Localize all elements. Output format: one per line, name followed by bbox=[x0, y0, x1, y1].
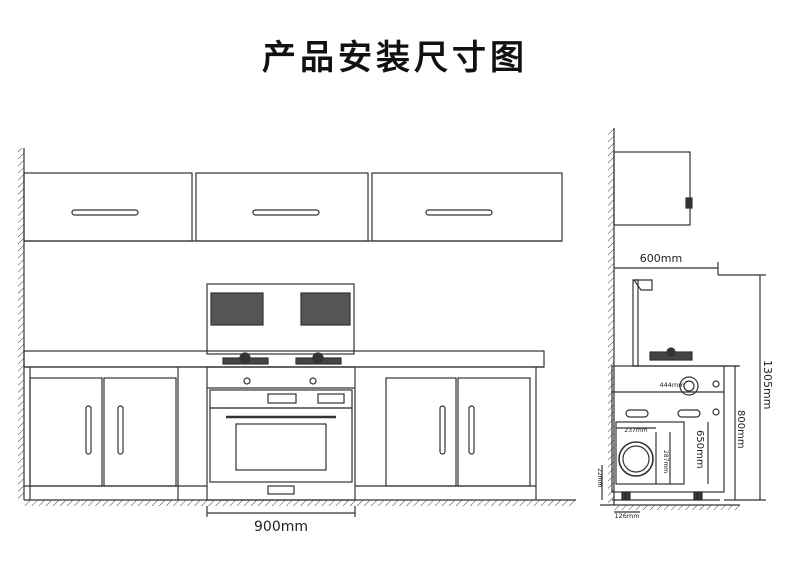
knob-right bbox=[309, 377, 317, 385]
lower-door-2 bbox=[103, 377, 177, 487]
height-800-label: 800mm bbox=[735, 410, 746, 449]
upper-cabinet-1 bbox=[23, 172, 193, 242]
side-oven bbox=[615, 421, 685, 485]
depth-label: 600mm bbox=[640, 252, 682, 265]
side-knob bbox=[679, 376, 699, 396]
floor-hatch bbox=[24, 500, 576, 506]
upper-cabinets bbox=[23, 172, 563, 242]
burner-right bbox=[295, 352, 342, 365]
control-panel bbox=[209, 389, 353, 409]
burner-left bbox=[222, 352, 269, 365]
hood-body bbox=[206, 283, 355, 355]
oven-door bbox=[209, 407, 353, 483]
hood-panel-left bbox=[210, 292, 264, 326]
stove-body bbox=[206, 366, 356, 501]
drawer-handle bbox=[267, 485, 295, 495]
display-left bbox=[267, 393, 297, 404]
oven-opening-height-label: 287mm bbox=[662, 450, 669, 473]
front-width-dimension bbox=[206, 506, 356, 517]
side-stove-body bbox=[611, 365, 725, 493]
range-hood bbox=[206, 283, 355, 355]
height-650-label: 650mm bbox=[694, 430, 705, 469]
side-hood bbox=[632, 279, 653, 367]
side-fan bbox=[618, 441, 654, 477]
countertop bbox=[23, 350, 545, 368]
upper-cabinet-3 bbox=[371, 172, 563, 242]
front-view bbox=[18, 148, 576, 517]
display-right bbox=[317, 393, 345, 404]
front-width-label: 900mm bbox=[254, 519, 308, 535]
page-title: 产品安装尺寸图 bbox=[262, 38, 528, 78]
foot-height-label: 22mm bbox=[596, 468, 603, 487]
upper-cabinet-2 bbox=[195, 172, 369, 242]
lower-cabinets-left bbox=[24, 367, 207, 500]
upper-handle-1 bbox=[71, 209, 139, 216]
height-1305-label: 1305mm bbox=[761, 360, 774, 409]
cabinet-width-label: 444mm bbox=[659, 381, 684, 389]
upper-handle-2 bbox=[252, 209, 320, 216]
side-view bbox=[600, 128, 766, 513]
knob-left bbox=[243, 377, 251, 385]
oven-window bbox=[235, 423, 327, 471]
upper-handle-3 bbox=[425, 209, 493, 216]
wall-hatch bbox=[18, 148, 24, 500]
lower-cabinets-right bbox=[355, 367, 537, 500]
side-upper-cabinet bbox=[613, 151, 691, 226]
oven-opening-width-label: 237mm bbox=[624, 427, 647, 434]
hood-panel-right bbox=[300, 292, 351, 326]
side-burner bbox=[649, 347, 693, 361]
foot-depth-label: 126mm bbox=[614, 512, 639, 520]
integrated-stove bbox=[206, 366, 356, 501]
